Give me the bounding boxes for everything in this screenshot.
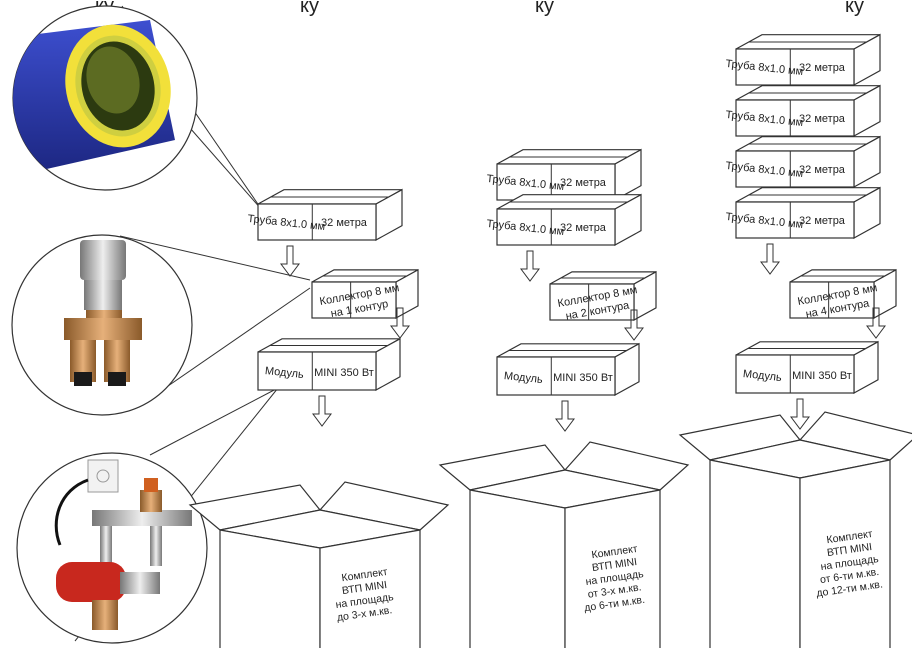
down-arrow <box>555 400 575 432</box>
pipe-box-length: 32 метра <box>799 164 846 176</box>
module-model: MINI 350 Вт <box>314 367 374 379</box>
pipe-box-length: 32 метра <box>799 113 846 125</box>
down-arrow <box>760 243 780 275</box>
module-photo <box>16 452 208 644</box>
down-arrow <box>790 398 810 430</box>
pipe-box-length: 32 метра <box>560 177 607 189</box>
down-arrow <box>866 307 886 339</box>
pipe-box-length: 32 метра <box>799 215 846 227</box>
caption-fragment-2: ку <box>300 0 319 17</box>
collector-photo <box>11 234 193 416</box>
down-arrow <box>280 245 300 277</box>
down-arrow <box>312 395 332 427</box>
down-arrow <box>624 309 644 341</box>
caption-fragment-4: ку <box>845 0 864 17</box>
module-model: MINI 350 Вт <box>792 370 852 382</box>
pipe-box-length: 32 метра <box>799 62 846 74</box>
module-box: Модуль MINI 350 Вт <box>257 337 401 392</box>
pipe-box-length: 32 метра <box>321 217 368 229</box>
caption-fragment-3: ку <box>535 0 554 17</box>
module-box: Модуль MINI 350 Вт <box>735 340 879 395</box>
pipe-box-length: 32 метра <box>560 222 607 234</box>
module-box: Модуль MINI 350 Вт <box>496 342 640 397</box>
module-label: Модуль <box>503 370 543 386</box>
module-model: MINI 350 Вт <box>553 372 613 384</box>
pipe-photo <box>12 5 198 191</box>
down-arrow <box>520 250 540 282</box>
module-label: Модуль <box>742 368 782 384</box>
module-label: Модуль <box>264 365 304 381</box>
down-arrow <box>390 307 410 339</box>
